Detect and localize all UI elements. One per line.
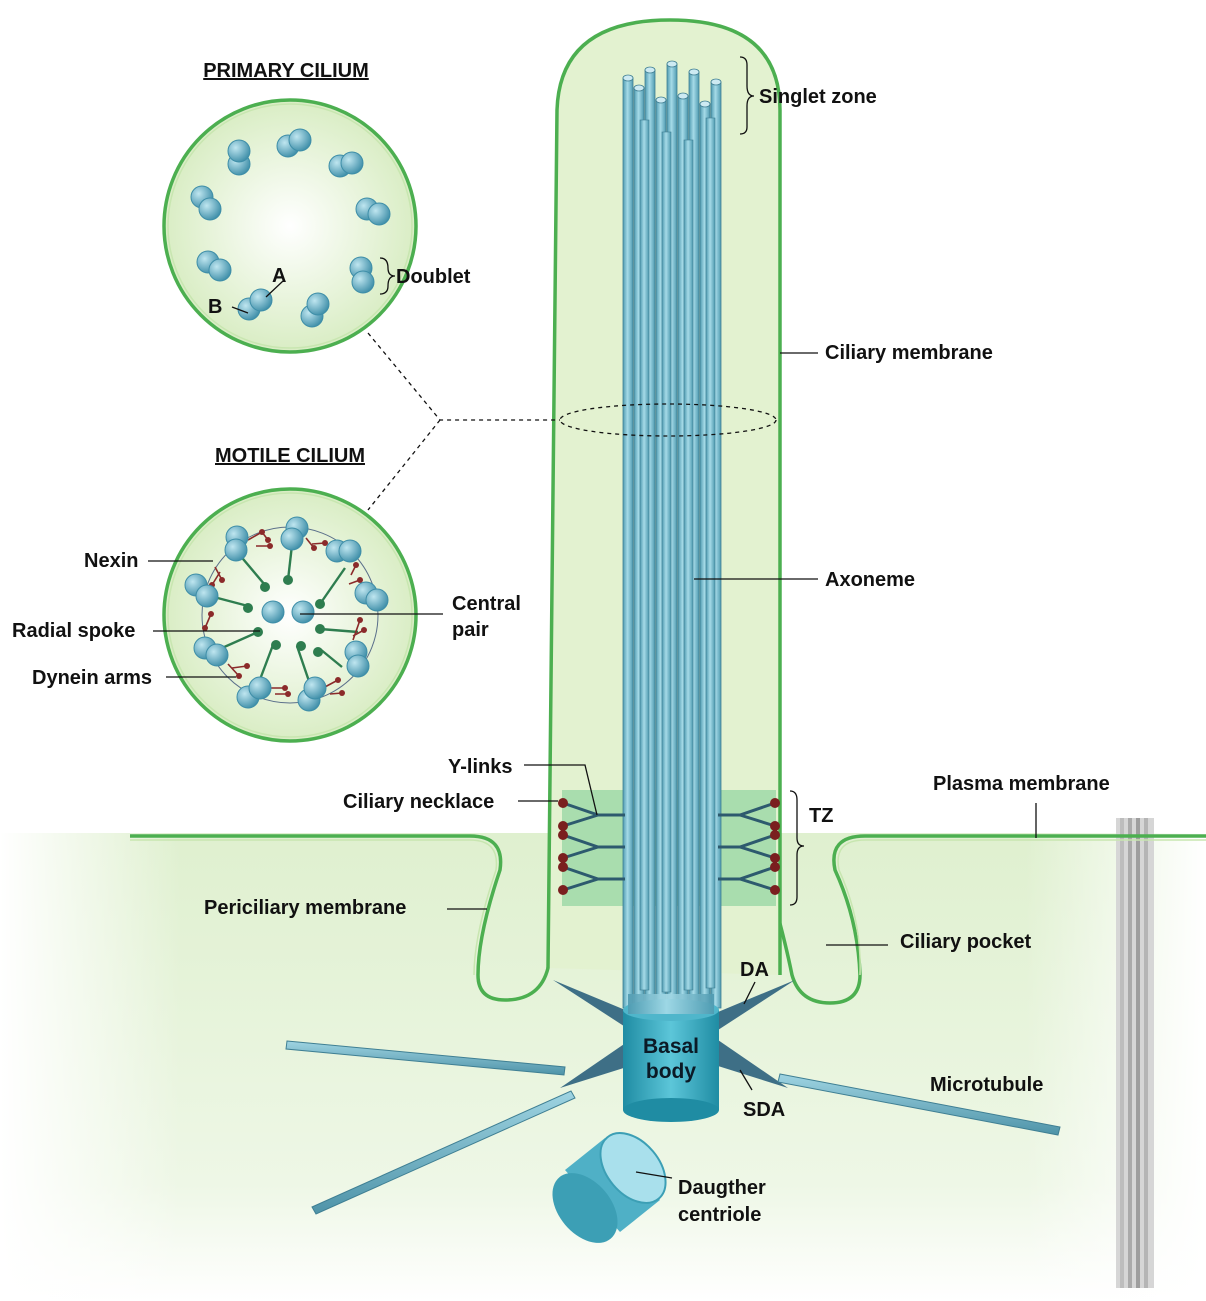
primary-cilium-cross-section (164, 100, 416, 352)
label-radial-spoke: Radial spoke (12, 620, 135, 642)
label-da: DA (740, 959, 769, 981)
label-sda: SDA (743, 1099, 785, 1121)
label-tubule-a: A (272, 265, 286, 287)
label-daughter-centriole-1: Daugther (678, 1177, 766, 1199)
label-periciliary-membrane: Periciliary membrane (204, 897, 406, 919)
label-basal-body-2: body (646, 1060, 696, 1083)
label-central-pair-1: Central (452, 593, 521, 615)
label-dynein-arms: Dynein arms (32, 667, 152, 689)
label-nexin: Nexin (84, 550, 138, 572)
label-tubule-b: B (208, 296, 222, 318)
label-y-links: Y-links (448, 756, 512, 778)
label-basal-body-1: Basal (643, 1035, 699, 1058)
label-singlet-zone: Singlet zone (759, 86, 877, 108)
axoneme (623, 61, 721, 1008)
motile-cilium-title: MOTILE CILIUM (215, 445, 365, 467)
label-axoneme: Axoneme (825, 569, 915, 591)
label-doublet: Doublet (396, 266, 471, 288)
label-ciliary-pocket: Ciliary pocket (900, 931, 1032, 953)
label-central-pair-2: pair (452, 619, 489, 641)
primary-cilium-title: PRIMARY CILIUM (203, 60, 369, 82)
label-ciliary-membrane: Ciliary membrane (825, 342, 993, 364)
motile-cilium-cross-section (148, 489, 443, 741)
basal-body (623, 994, 719, 1122)
label-plasma-membrane: Plasma membrane (933, 773, 1110, 795)
label-ciliary-necklace: Ciliary necklace (343, 791, 494, 813)
label-microtubule: Microtubule (930, 1074, 1043, 1096)
label-tz: TZ (809, 805, 833, 827)
section-connector (368, 333, 560, 510)
right-stripe-band (1116, 818, 1154, 1288)
label-daughter-centriole-2: centriole (678, 1204, 761, 1226)
